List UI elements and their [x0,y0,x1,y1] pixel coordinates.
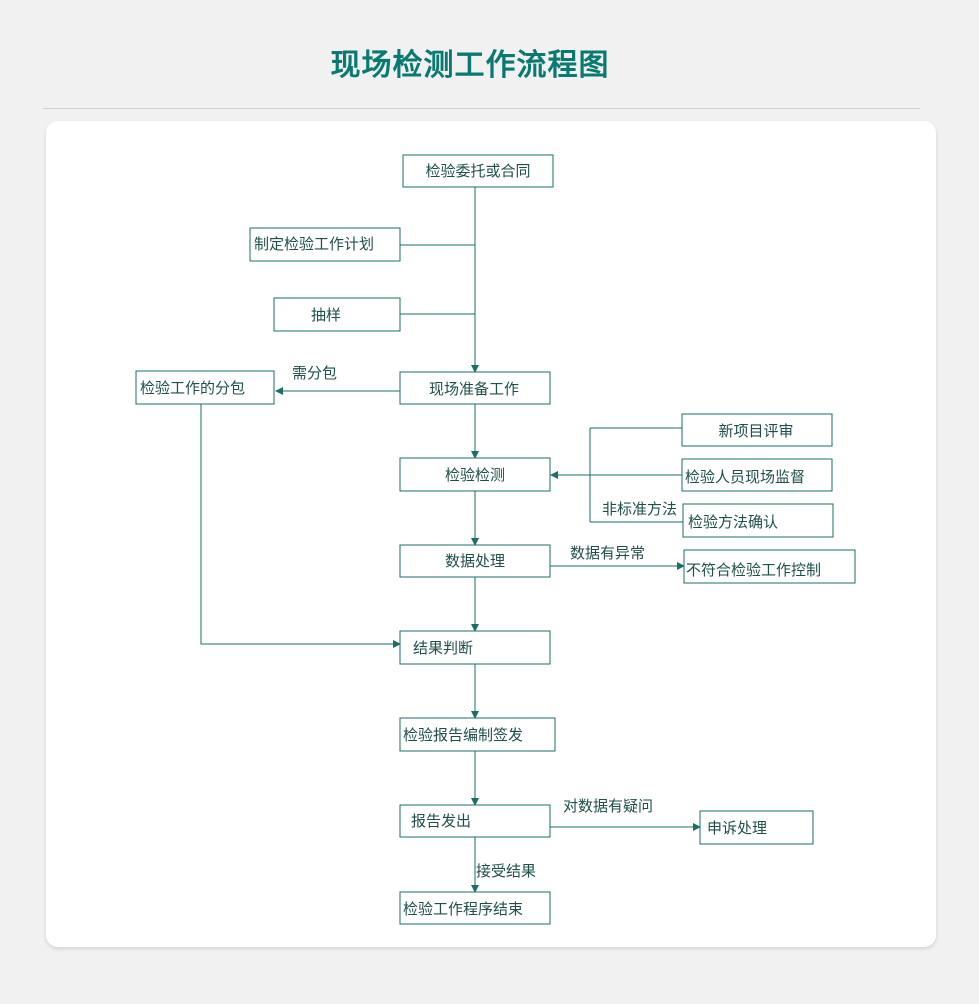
node-appeal-label: 申诉处理 [707,819,767,837]
node-data-label: 数据处理 [445,552,505,570]
node-review-label: 新项目评审 [718,422,793,440]
node-end: 检验工作程序结束 [399,891,551,925]
node-end-label: 检验工作程序结束 [403,900,523,918]
node-method-label: 检验方法确认 [688,513,778,531]
node-entrust-label: 检验委托或合同 [425,162,530,180]
node-prepare: 现场准备工作 [399,371,551,405]
node-review: 新项目评审 [681,413,833,447]
node-sampling-label: 抽样 [311,306,341,324]
node-prepare-label: 现场准备工作 [429,380,519,398]
node-inspect: 检验检测 [399,457,551,492]
node-nonconform: 不符合检验工作控制 [683,549,856,584]
node-report: 检验报告编制签发 [399,717,556,752]
edge-label-nonstandard: 非标准方法 [602,500,677,518]
edge-label-need-subcontract: 需分包 [292,364,337,382]
edge-label-doubt: 对数据有疑问 [563,797,653,815]
node-issue-label: 报告发出 [411,812,471,830]
edge-label-accept: 接受结果 [476,862,536,880]
edge-subcontract-judge [200,404,401,648]
node-data: 数据处理 [399,544,551,578]
page-title: 现场检测工作流程图 [330,48,610,83]
node-supervise-label: 检验人员现场监督 [685,468,805,486]
node-judge-label: 结果判断 [413,639,473,657]
node-issue: 报告发出 [399,804,551,838]
node-subcontract-label: 检验工作的分包 [140,379,245,397]
node-report-label: 检验报告编制签发 [403,726,523,744]
node-nonconform-label: 不符合检验工作控制 [686,561,821,579]
node-plan: 制定检验工作计划 [249,227,401,262]
node-appeal: 申诉处理 [699,810,814,845]
connectors [200,187,701,893]
node-sampling: 抽样 [273,297,401,332]
node-entrust: 检验委托或合同 [402,154,554,188]
node-plan-label: 制定检验工作计划 [254,235,374,253]
node-supervise: 检验人员现场监督 [681,458,833,492]
node-inspect-label: 检验检测 [445,466,505,484]
node-subcontract: 检验工作的分包 [135,370,275,405]
node-method: 检验方法确认 [682,503,834,538]
edge-label-data-abnormal: 数据有异常 [570,544,645,562]
node-judge: 结果判断 [399,630,551,665]
title-divider [43,108,920,109]
